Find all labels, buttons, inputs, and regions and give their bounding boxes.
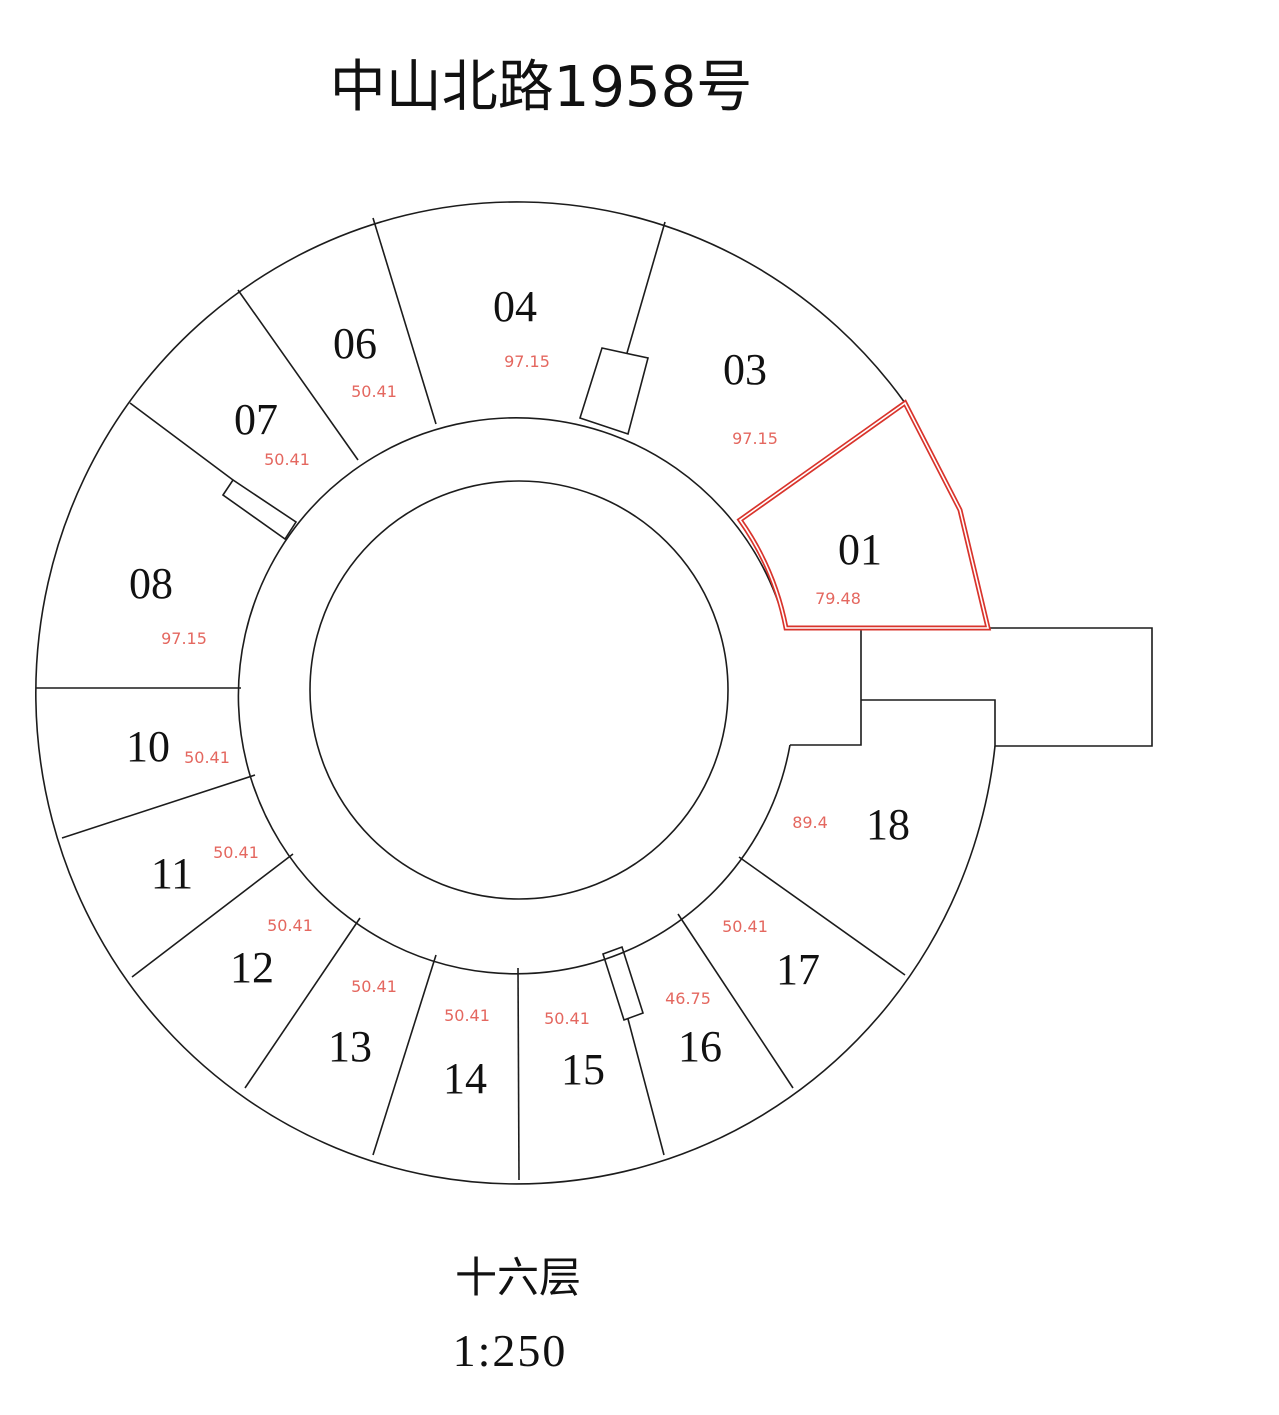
wall-11-12 — [131, 853, 294, 978]
room-04-area: 97.15 — [504, 352, 550, 371]
shaft-07-08 — [221, 478, 298, 541]
room-01-highlight — [736, 399, 992, 631]
floor-label: 十六层 — [455, 1253, 581, 1302]
room-17-area: 50.41 — [722, 917, 768, 936]
room-17-number: 17 — [776, 945, 820, 994]
room-03-number: 03 — [723, 345, 767, 394]
building-title: 中山北路1958号 — [330, 55, 753, 120]
room-13-number: 13 — [328, 1022, 372, 1071]
wall-15-16 — [627, 1018, 665, 1156]
shaft-03-04 — [579, 347, 649, 436]
room-16-area: 46.75 — [665, 989, 711, 1008]
room-12-area: 50.41 — [267, 916, 313, 935]
room-07-area: 50.41 — [264, 450, 310, 469]
wall-03-04 — [626, 221, 666, 354]
room-13-area: 50.41 — [351, 977, 397, 996]
wall-17-18 — [738, 856, 906, 976]
floor-plan — [35, 201, 1153, 1185]
room-14-number: 14 — [443, 1054, 487, 1103]
room-01-number: 01 — [838, 525, 882, 574]
room-08-number: 08 — [129, 559, 173, 608]
room-15-area: 50.41 — [544, 1009, 590, 1028]
room-15-number: 15 — [561, 1045, 605, 1094]
wall-14-15 — [517, 967, 520, 1181]
central-core-wall — [309, 480, 729, 900]
room-08-area: 97.15 — [161, 629, 207, 648]
room-10-number: 10 — [126, 722, 170, 771]
outer-facade-wall — [35, 201, 996, 1185]
room-18-area: 89.4 — [792, 813, 828, 832]
corridor-ring-wall — [237, 417, 791, 975]
room-numbers: 01 03 04 06 07 08 10 11 12 13 14 15 16 1… — [126, 282, 910, 1103]
scale-label: 1:250 — [453, 1325, 568, 1376]
room-11-area: 50.41 — [213, 843, 259, 862]
room-14-area: 50.41 — [444, 1006, 490, 1025]
room-18-number: 18 — [866, 800, 910, 849]
room-16-number: 16 — [678, 1022, 722, 1071]
room-06-number: 06 — [333, 319, 377, 368]
east-wing-wall — [786, 627, 1153, 747]
room-11-number: 11 — [151, 849, 193, 898]
shaft-15-16 — [602, 945, 644, 1022]
room-12-number: 12 — [230, 943, 274, 992]
room-areas: 79.48 97.15 97.15 50.41 50.41 97.15 50.4… — [161, 352, 861, 1028]
wall-07-08 — [129, 402, 234, 481]
wall-10-11 — [61, 774, 256, 839]
room-01-highlight-gap — [738, 401, 990, 629]
wall-12-13 — [244, 917, 361, 1089]
wall-04-06 — [372, 217, 437, 425]
room-06-area: 50.41 — [351, 382, 397, 401]
wall-06-07 — [237, 289, 359, 461]
room-07-number: 07 — [234, 395, 278, 444]
wall-13-14 — [372, 954, 437, 1156]
room-01-area: 79.48 — [815, 589, 861, 608]
room-03-area: 97.15 — [732, 429, 778, 448]
room-04-number: 04 — [493, 282, 537, 331]
corridor-end-wall — [790, 628, 862, 746]
wall-16-17 — [677, 913, 794, 1089]
room-10-area: 50.41 — [184, 748, 230, 767]
